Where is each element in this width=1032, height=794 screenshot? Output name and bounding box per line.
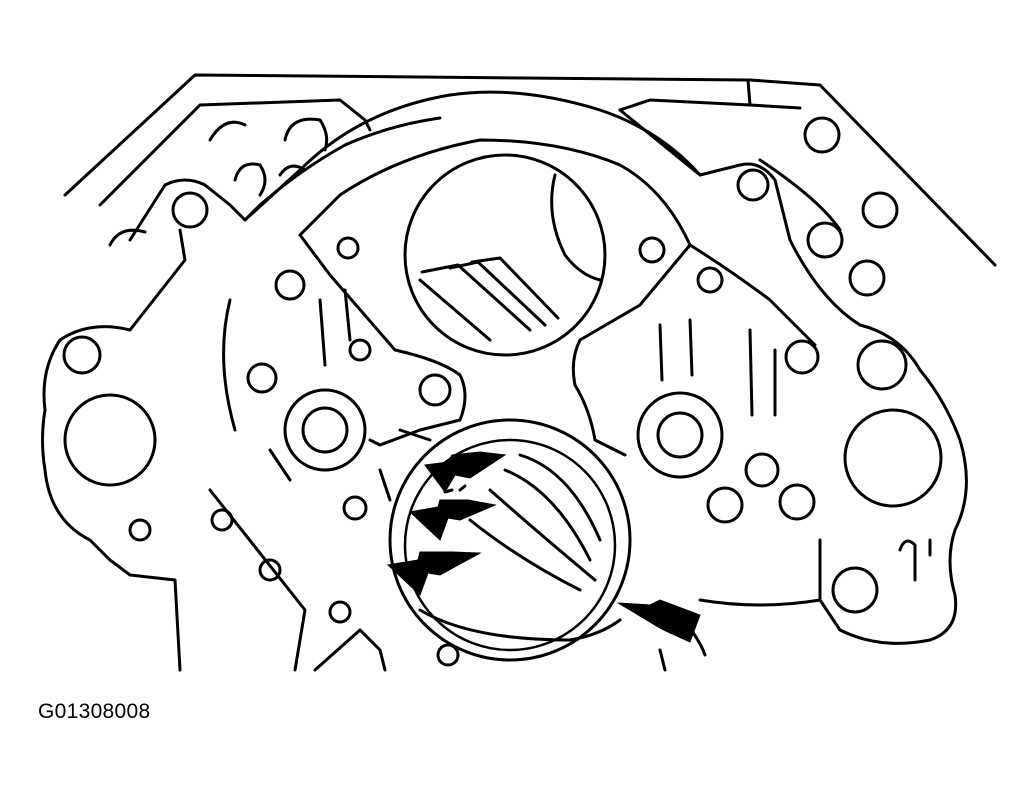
bolt-hole xyxy=(736,168,770,202)
bolt-hole xyxy=(861,191,899,229)
bolt-boss-left xyxy=(283,388,367,472)
dowel-bore-right xyxy=(843,408,943,508)
crank-seal-bore xyxy=(388,418,632,662)
upper-bore xyxy=(403,153,607,357)
bolt-hole xyxy=(806,221,844,259)
bolt-hole xyxy=(336,236,360,260)
bolt-hole xyxy=(784,339,820,375)
bolt-hole xyxy=(348,338,372,362)
bolt-hole xyxy=(744,452,780,488)
bolt-hole xyxy=(301,406,349,454)
bolt-hole xyxy=(418,373,452,407)
cover-gasket-outline xyxy=(41,90,968,645)
bolt-hole xyxy=(706,486,744,524)
arrow-pointer xyxy=(386,551,482,596)
partial-holes xyxy=(108,117,329,247)
bolt-hole xyxy=(778,483,816,521)
bolt-hole xyxy=(258,558,282,582)
bolt-hole xyxy=(274,269,306,301)
bolt-hole xyxy=(128,518,152,542)
bolt-hole xyxy=(436,643,460,667)
bolt-hole xyxy=(246,362,278,394)
dowel-bore-left xyxy=(63,393,157,487)
bolt-boss-right xyxy=(636,391,724,479)
bolt-hole xyxy=(328,600,352,624)
arrow-pointer xyxy=(424,451,507,493)
bolt-hole xyxy=(638,236,666,264)
arrows xyxy=(386,451,701,643)
arrow-pointer xyxy=(408,499,497,541)
bolt-hole xyxy=(803,116,841,154)
bolt-hole xyxy=(656,411,704,459)
arrow-pointer xyxy=(617,599,701,643)
bolt-hole xyxy=(831,566,879,614)
ribs xyxy=(108,288,932,672)
bolt-hole xyxy=(848,259,886,297)
bolt-hole xyxy=(171,191,209,229)
bolt-hole xyxy=(62,335,102,375)
bolt-hole xyxy=(342,495,368,521)
block-outline xyxy=(63,73,997,267)
bolt-holes xyxy=(62,116,943,667)
bolt-hole xyxy=(856,339,908,391)
figure-id-label: G01308008 xyxy=(38,700,151,723)
bolt-hole xyxy=(696,266,724,294)
